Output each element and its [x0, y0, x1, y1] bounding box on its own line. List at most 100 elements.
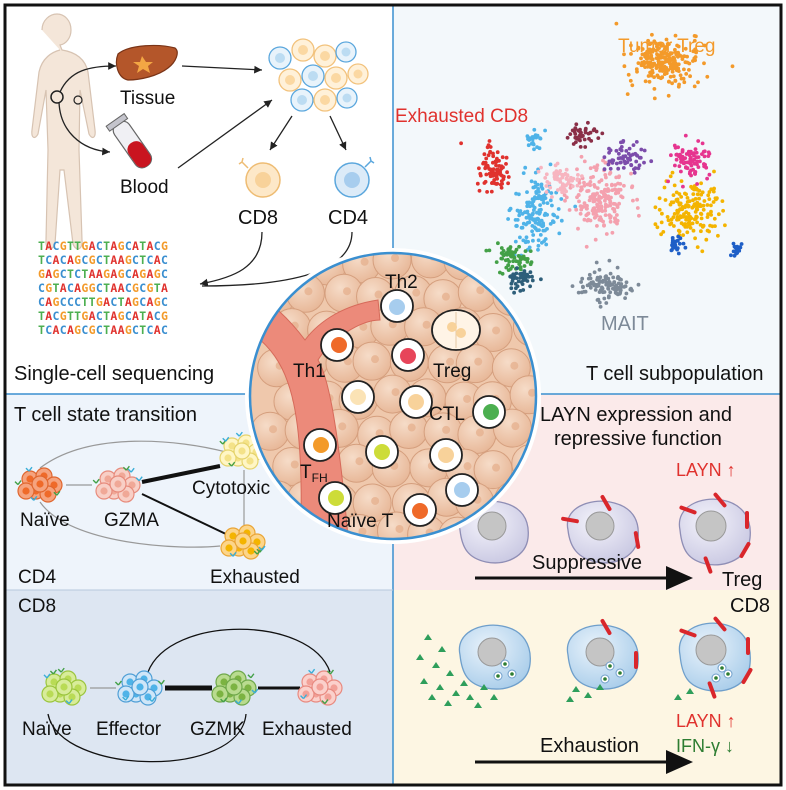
scatter-point — [484, 156, 489, 161]
scatter-point — [639, 56, 643, 61]
scatter-point — [676, 251, 681, 256]
scatter-point — [523, 165, 528, 170]
scatter-point — [555, 177, 560, 182]
scatter-point — [592, 127, 597, 132]
scatter-point — [613, 202, 617, 206]
scatter-point — [684, 203, 688, 208]
scatter-point — [527, 213, 531, 217]
scatter-point — [698, 159, 702, 164]
scatter-point — [537, 228, 541, 233]
scatter-point — [693, 47, 697, 52]
cluster-cell-nucleus — [220, 678, 228, 686]
scatter-point — [648, 56, 653, 60]
scatter-point — [507, 251, 512, 256]
scatter-point — [583, 130, 588, 135]
ifng-particles — [416, 634, 694, 708]
scatter-point — [542, 213, 547, 218]
label-th2: Th2 — [385, 272, 418, 293]
tissue-cell-nucleus — [510, 361, 519, 370]
edge-gzma-cytotoxic — [141, 464, 221, 484]
scatter-point — [549, 191, 554, 195]
label-cd8-panel: CD8 — [730, 595, 770, 617]
scatter-point — [614, 291, 619, 296]
scatter-point — [691, 167, 695, 172]
scatter-point — [543, 176, 548, 180]
tissue-cell-nucleus — [304, 287, 313, 296]
scatter-point — [611, 206, 615, 211]
scatter-point — [670, 66, 674, 71]
layn-receptor — [703, 556, 713, 574]
scatter-point — [658, 42, 663, 47]
edge-naive-exhausted — [39, 501, 221, 548]
sequence-line: CGTACAGGCTAACGCGTA — [38, 281, 168, 295]
scatter-point — [720, 199, 725, 204]
scatter-point — [610, 158, 615, 163]
scatter-point — [536, 196, 541, 201]
label-cd8-gzmk: GZMK — [190, 719, 245, 740]
scatter-point — [669, 153, 673, 158]
scatter-point — [686, 211, 691, 216]
scatter-point — [602, 296, 607, 301]
scatter-point — [501, 252, 506, 257]
granule-core — [503, 662, 507, 666]
scatter-point — [704, 237, 709, 242]
scatter-point — [567, 208, 572, 212]
receptor-mark — [251, 688, 259, 694]
scatter-point — [607, 195, 611, 200]
receptor-mark — [53, 490, 61, 496]
scatter-point — [615, 213, 619, 217]
receptor-mark — [25, 466, 33, 472]
scatter-point — [487, 248, 492, 253]
scatter-point — [518, 209, 523, 213]
scatter-point — [585, 189, 589, 194]
scatter-point — [602, 167, 607, 172]
scatter-point — [679, 169, 683, 174]
cluster-cell-nucleus — [238, 693, 246, 701]
scatter-point — [688, 226, 693, 230]
label-tissue: Tissue — [120, 88, 175, 109]
scatter-point — [607, 294, 611, 298]
scatter-point — [529, 179, 534, 184]
scatter-point — [700, 152, 704, 157]
scatter-point — [585, 218, 590, 223]
scatter-point — [459, 141, 463, 146]
ifng-particle — [474, 702, 482, 708]
scatter-point — [671, 193, 676, 198]
scatter-point — [598, 304, 603, 309]
scatter-point — [687, 199, 692, 204]
scatter-point — [515, 266, 519, 270]
scatter-point — [514, 259, 519, 264]
scatter-point — [607, 172, 612, 176]
scatter-point — [712, 186, 716, 191]
scatter-point — [619, 148, 624, 153]
scatter-point — [677, 201, 682, 206]
scatter-point — [707, 197, 712, 202]
scatter-point — [654, 56, 659, 60]
granule-core — [618, 671, 622, 675]
scatter-point — [683, 245, 688, 250]
scatter-point — [545, 201, 550, 206]
ifng-particle — [446, 670, 454, 676]
scatter-point — [601, 158, 605, 163]
label-treg-center: Treg — [433, 361, 471, 382]
scatter-point — [618, 156, 623, 160]
scatter-point — [628, 78, 633, 83]
tissue-cell-nucleus — [528, 388, 536, 397]
scatter-point — [731, 249, 736, 254]
cluster-cell-nucleus — [46, 690, 54, 698]
scatter-point — [709, 213, 713, 217]
tissue-cell-nucleus — [359, 322, 368, 331]
scatter-point — [663, 60, 667, 64]
scatter-point — [660, 211, 664, 216]
scatter-point — [685, 196, 690, 200]
scatter-point — [659, 232, 663, 237]
scatter-point — [610, 161, 615, 165]
scatter-point — [646, 38, 650, 43]
scatter-point — [685, 230, 690, 235]
scatter-point — [517, 244, 521, 249]
scatter-point — [571, 142, 576, 146]
scatter-point — [680, 57, 685, 61]
scatter-point — [699, 216, 704, 221]
label-cd4-cytotoxic: Cytotoxic — [192, 478, 270, 499]
scatter-point — [582, 201, 587, 206]
